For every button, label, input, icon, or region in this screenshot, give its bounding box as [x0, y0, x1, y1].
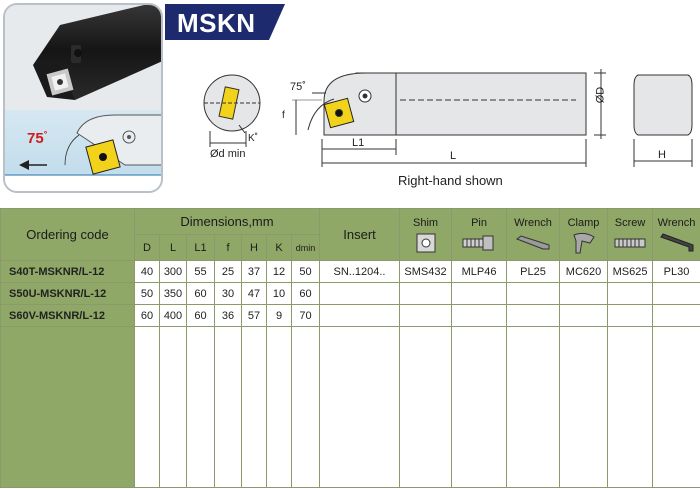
shim-header: Shim: [399, 208, 453, 261]
hex-wrench-header: Wrench: [652, 208, 700, 261]
dim-cell: 50: [290, 260, 321, 283]
col-D: D: [134, 234, 160, 261]
col-L1: L1: [186, 234, 215, 261]
dim-cell: 55: [186, 260, 215, 283]
col-K: K: [266, 234, 292, 261]
pin-header: Pin: [451, 208, 508, 261]
l-dimension: L: [450, 150, 457, 162]
dim-cell: 60: [290, 282, 321, 305]
table-row: S40T-MSKNR/L-12 40 300 55 25 37 12 50 SN…: [0, 260, 700, 283]
screw-cell: MS625: [607, 260, 654, 283]
dim-cell: 60: [186, 304, 215, 327]
dim-cell: 10: [266, 282, 292, 305]
dim-cell: 350: [159, 282, 187, 305]
title-banner: MSKN: [165, 4, 285, 40]
product-photo: 75°: [3, 3, 163, 193]
dim-cell: 70: [290, 304, 321, 327]
screw-header: Screw: [607, 208, 654, 261]
table-row: S50U-MSKNR/L-12 50 350 60 30 47 10 60: [0, 282, 700, 305]
dim-cell: 300: [159, 260, 187, 283]
col-dmin: dmin: [290, 234, 321, 261]
page-title: MSKN: [177, 8, 256, 38]
technical-drawing: 75˚ f Ød min K˚ L1 L ØD H: [196, 55, 696, 205]
dim-cell: 60: [134, 304, 160, 327]
l1-dimension: L1: [352, 137, 365, 149]
wrench-cell: PL25: [506, 260, 561, 283]
spec-table-wrapper: Ordering code Dimensions,mm Insert Shim …: [0, 208, 700, 489]
col-H: H: [241, 234, 267, 261]
k-dimension: K˚: [248, 133, 258, 144]
dim-cell: 57: [241, 304, 267, 327]
spec-table: Ordering code Dimensions,mm Insert Shim …: [0, 208, 700, 488]
shim-icon: [400, 231, 451, 255]
ordering-code-header: Ordering code: [0, 208, 135, 261]
pin-icon: [452, 231, 506, 255]
wrench2-cell: PL30: [652, 260, 700, 283]
clamp-cell: MC620: [559, 260, 609, 283]
col-L: L: [159, 234, 187, 261]
screw-icon: [608, 231, 652, 255]
dim-cell: 400: [159, 304, 187, 327]
f-dimension: f: [282, 110, 285, 121]
dim-cell: 25: [214, 260, 242, 283]
photo-angle-label: 75°: [27, 129, 48, 147]
dim-cell: 30: [214, 282, 242, 305]
insert-header: Insert: [319, 208, 401, 261]
boring-bar-photo: [5, 5, 161, 191]
dim-cell: 40: [134, 260, 160, 283]
dim-cell: 12: [266, 260, 292, 283]
dim-cell: 60: [186, 282, 215, 305]
drawing-caption: Right-hand shown: [398, 173, 503, 188]
clamp-header: Clamp: [559, 208, 609, 261]
table-row: S60V-MSKNR/L-12 60 400 60 36 57 9 70: [0, 304, 700, 327]
h-dimension: H: [658, 149, 666, 161]
dim-cell: 37: [241, 260, 267, 283]
hex-key-icon: [653, 231, 700, 255]
angle-dimension: 75˚: [290, 81, 306, 93]
ordering-code-cell: S40T-MSKNR/L-12: [0, 260, 135, 283]
table-filler-row: [0, 326, 700, 488]
wrench-icon: [507, 231, 559, 255]
col-f: f: [214, 234, 242, 261]
clamp-icon: [560, 231, 607, 255]
dimension-drawing: [203, 69, 693, 167]
od-dimension: ØD: [594, 86, 607, 104]
pin-cell: MLP46: [451, 260, 508, 283]
dim-cell: 36: [214, 304, 242, 327]
ordering-code-cell: S50U-MSKNR/L-12: [0, 282, 135, 305]
ordering-code-cell: S60V-MSKNR/L-12: [0, 304, 135, 327]
dim-cell: 9: [266, 304, 292, 327]
dim-cell: 50: [134, 282, 160, 305]
dim-cell: 47: [241, 282, 267, 305]
wrench-header: Wrench: [506, 208, 561, 261]
od-min-dimension: Ød min: [210, 148, 246, 160]
left-arrow-icon: [19, 160, 47, 170]
dimensions-header: Dimensions,mm: [133, 208, 321, 235]
shim-cell: SMS432: [399, 260, 453, 283]
insert-cell: SN..1204..: [319, 260, 401, 283]
